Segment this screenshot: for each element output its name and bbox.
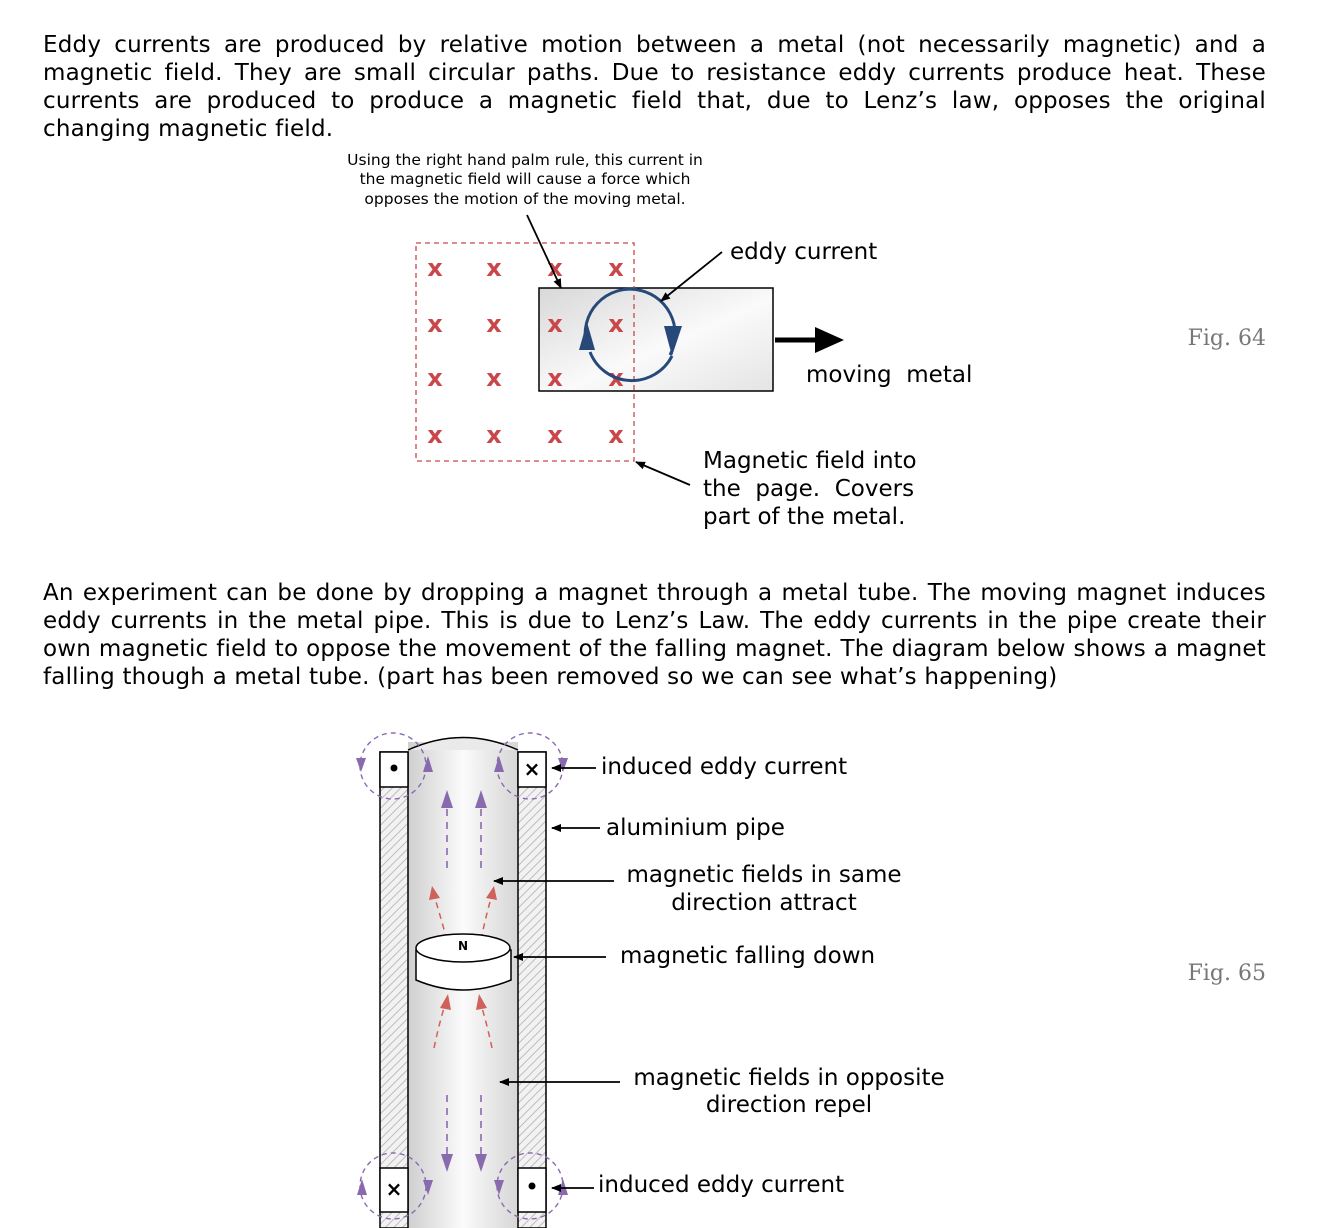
note-pointer bbox=[526, 214, 562, 289]
fig64-note-line-2: the magnetic field will cause a force wh… bbox=[360, 170, 691, 188]
field-x-mark: x bbox=[486, 421, 502, 449]
field-x-mark: x bbox=[427, 310, 443, 338]
intro-paragraph: Eddy currents are produced by relative m… bbox=[43, 32, 1266, 142]
eddy-arrow-down bbox=[664, 326, 682, 356]
field-x-mark: x bbox=[486, 310, 502, 338]
field-label-line-2: the page. Covers bbox=[703, 476, 914, 502]
experiment-paragraph: An experiment can be done by dropping a … bbox=[43, 580, 1266, 690]
eddy-current-pointer bbox=[660, 251, 723, 302]
eddy-current-loop bbox=[579, 287, 682, 383]
moving-metal-block bbox=[538, 287, 774, 392]
field-x-mark: x bbox=[427, 421, 443, 449]
eddy-current-label: eddy current bbox=[730, 239, 877, 265]
fig64-note-line-1: Using the right hand palm rule, this cur… bbox=[347, 151, 703, 169]
field-label-line-1: Magnetic field into bbox=[703, 448, 917, 474]
field-x-mark: x bbox=[608, 310, 624, 338]
field-x-mark: x bbox=[608, 421, 624, 449]
fig64-note-line-3: opposes the motion of the moving metal. bbox=[364, 190, 685, 208]
field-x-mark: x bbox=[427, 254, 443, 282]
moving-metal-label: moving metal bbox=[806, 362, 972, 388]
field-x-mark: x bbox=[427, 364, 443, 392]
fig64-label: Fig. 64 bbox=[1188, 326, 1266, 351]
field-x-mark: x bbox=[547, 421, 563, 449]
field-x-mark: x bbox=[547, 364, 563, 392]
field-x-mark: x bbox=[547, 254, 563, 282]
field-x-mark: x bbox=[547, 310, 563, 338]
field-x-mark: x bbox=[486, 254, 502, 282]
field-x-mark: x bbox=[608, 254, 624, 282]
motion-arrowhead bbox=[815, 327, 844, 353]
field-x-mark: x bbox=[486, 364, 502, 392]
magnetic-field-region bbox=[415, 242, 635, 462]
field-pointer bbox=[635, 461, 691, 486]
eddy-arrow-up bbox=[579, 322, 595, 350]
field-label-line-3: part of the metal. bbox=[703, 504, 905, 530]
